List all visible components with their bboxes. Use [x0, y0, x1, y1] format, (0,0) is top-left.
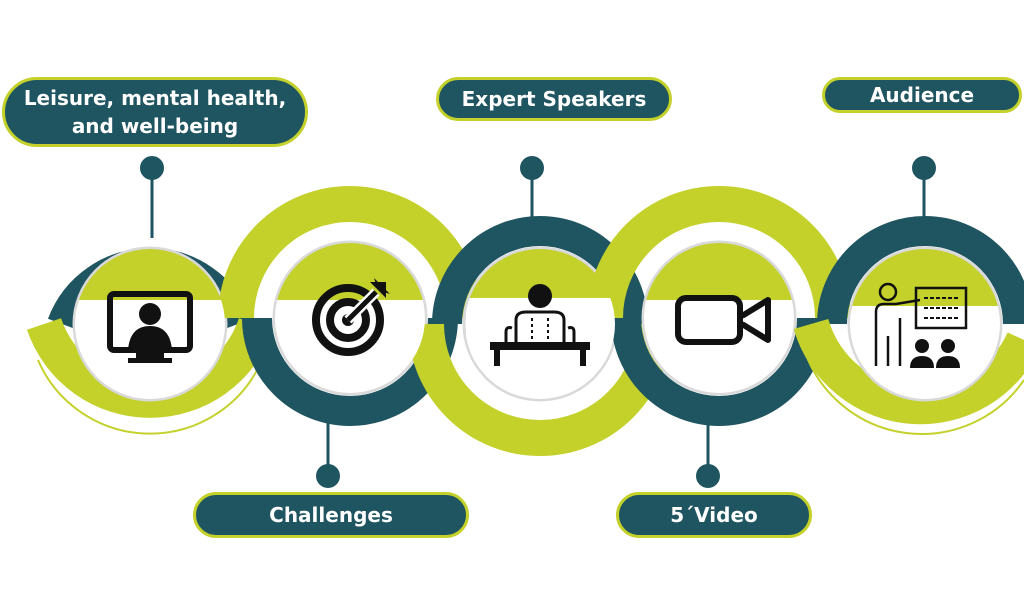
step-label-expert-speakers: Expert Speakers	[436, 77, 672, 121]
step-label-audience: Audience	[822, 77, 1022, 113]
video-camera-icon	[675, 295, 771, 345]
connector-1	[140, 156, 164, 238]
step-label-video: 5´Video	[616, 492, 812, 538]
step-label-leisure: Leisure, mental health, and well-being	[2, 77, 308, 147]
speaker-podium-icon	[490, 284, 590, 366]
connector-4	[696, 410, 720, 488]
target-icon	[312, 278, 390, 356]
presentation-audience-icon	[874, 282, 968, 368]
connector-5	[912, 156, 936, 238]
connector-3	[520, 156, 544, 238]
step-label-challenges: Challenges	[193, 492, 469, 538]
computer-user-icon	[107, 291, 193, 363]
connector-2	[316, 410, 340, 488]
